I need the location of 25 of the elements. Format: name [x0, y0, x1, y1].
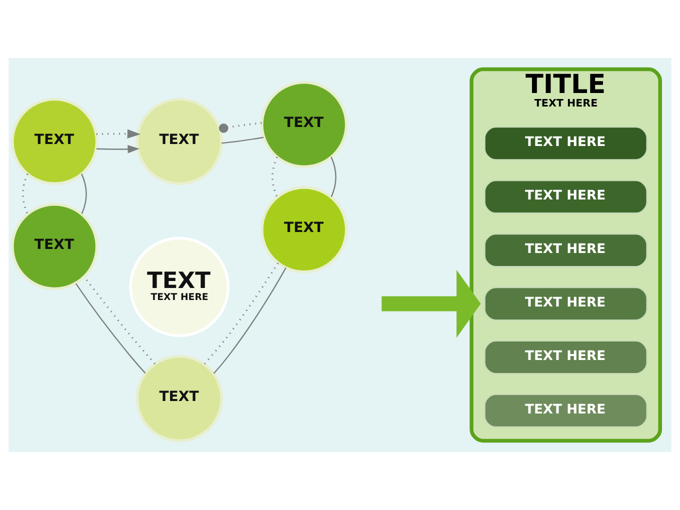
- connector: [81, 174, 87, 214]
- connector: [218, 122, 262, 133]
- connector: [22, 174, 28, 214]
- node-circle: TEXT: [11, 202, 98, 290]
- node-circle: TEXT: [136, 98, 223, 186]
- node-box: TEXT HERE: [484, 233, 648, 268]
- node-box: TEXT HERE: [484, 126, 648, 160]
- arrow: [382, 270, 481, 338]
- connector: [330, 156, 336, 198]
- node-box: TEXT HERE: [484, 286, 648, 321]
- node-box: TEXT HERE: [484, 180, 648, 214]
- connector: [272, 156, 278, 198]
- node-circle: TEXT: [260, 186, 348, 274]
- node-circle: TEXT TEXT HERE: [129, 236, 230, 338]
- arrow: [96, 129, 141, 138]
- connector: [213, 268, 286, 374]
- node-circle: TEXT: [260, 80, 348, 168]
- connector: [75, 283, 146, 374]
- connector: [222, 136, 264, 144]
- node-circle: TEXT: [136, 354, 223, 442]
- connector: [204, 262, 279, 365]
- node-box: TEXT HERE: [484, 340, 648, 374]
- node-circle: TEXT: [11, 98, 98, 186]
- arrow: [96, 144, 140, 154]
- node-box: TEXT HERE: [484, 394, 648, 428]
